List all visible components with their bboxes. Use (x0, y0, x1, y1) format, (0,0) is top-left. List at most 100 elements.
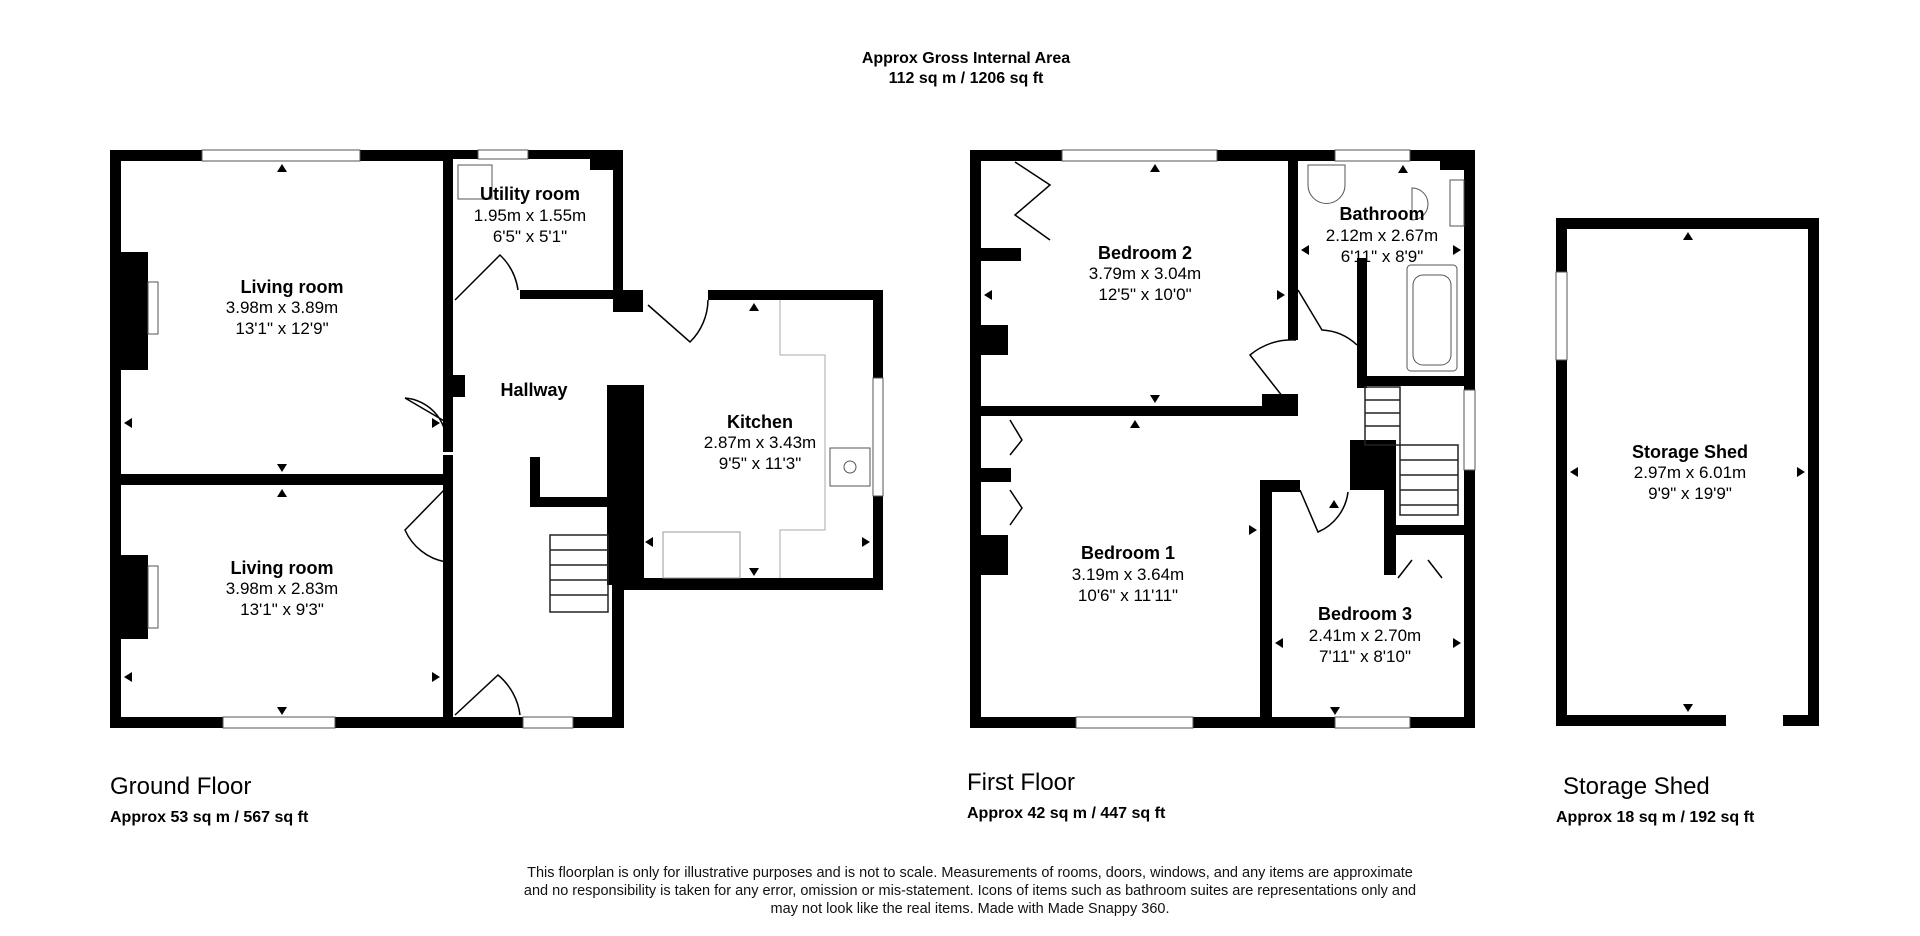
bedroom-1-name: Bedroom 1 (1081, 543, 1175, 563)
arrow (1330, 707, 1340, 715)
arrow (1453, 638, 1461, 648)
wall (520, 290, 613, 299)
shed-dimension-arrows (1570, 232, 1805, 712)
disclaimer-line: may not look like the real items. Made w… (770, 901, 1170, 917)
wall (443, 375, 465, 397)
fireplace-hearth (147, 565, 159, 629)
window (1061, 149, 1218, 162)
wall (1357, 258, 1367, 388)
counter (662, 531, 741, 579)
utility-room-name: Utility room (480, 184, 580, 204)
living-room-1-imperial: 13'1" x 12'9" (235, 319, 328, 338)
arrow (645, 537, 653, 547)
worktop (779, 300, 826, 578)
bathroom-name: Bathroom (1340, 204, 1425, 224)
first-floor-stairs (1399, 444, 1459, 516)
wall (970, 150, 981, 728)
living-room-1-metric: 3.98m x 3.89m (226, 298, 338, 317)
wall (1808, 218, 1819, 726)
disclaimer-line: and no responsibility is taken for any e… (523, 883, 1417, 899)
arrow (1277, 290, 1285, 300)
wall (1350, 440, 1396, 490)
living-room-2-imperial: 13'1" x 9'3" (240, 600, 324, 619)
arrow (1570, 467, 1578, 477)
living-room-2-metric: 3.98m x 2.83m (226, 579, 338, 598)
window (1463, 389, 1476, 471)
arrow (1683, 232, 1693, 240)
window (222, 716, 336, 729)
wall (613, 150, 623, 298)
storage-shed-plan (1556, 218, 1819, 726)
cistern (1449, 179, 1465, 227)
arrow (862, 537, 870, 547)
storage-shed-metric: 2.97m x 6.01m (1634, 463, 1746, 482)
ground-floor-area: Approx 53 sq m / 567 sq ft (110, 809, 309, 826)
bathroom-imperial: 6'11" x 8'9" (1341, 247, 1424, 266)
arrow (277, 489, 287, 497)
arrow (124, 672, 132, 682)
ground-floor-fixtures (147, 149, 884, 729)
first-floor-label: First Floor (967, 769, 1075, 796)
wall (970, 717, 1475, 728)
first-floor-doors (1009, 161, 1443, 579)
wall (970, 150, 1475, 161)
utility-sink (457, 164, 493, 200)
cupboard-doors (1397, 559, 1443, 579)
window (201, 149, 361, 162)
wall (1357, 376, 1464, 386)
wall (1260, 480, 1300, 492)
wall (590, 150, 623, 170)
arrow (749, 303, 759, 311)
arrow (124, 418, 132, 428)
wall (1288, 150, 1298, 340)
bedroom-1-imperial: 10'6" x 11'11" (1078, 586, 1178, 605)
ground-floor-stairs (549, 534, 609, 613)
wall (443, 455, 453, 725)
ground-floor-doors (404, 253, 709, 716)
bedroom-2-name: Bedroom 2 (1098, 243, 1192, 263)
shed-window (1555, 271, 1568, 361)
bedroom-2-metric: 3.79m x 3.04m (1089, 264, 1201, 283)
bathroom-door (1297, 289, 1358, 346)
bedroom-3-imperial: 7'11" x 8'10" (1319, 647, 1411, 666)
utility-room-imperial: 6'5" x 5'1" (493, 227, 567, 246)
arrow (432, 672, 440, 682)
wardrobe-door (1013, 161, 1052, 241)
arrow (277, 464, 287, 472)
wall (110, 150, 121, 728)
first-floor-dimension-arrows (984, 164, 1461, 715)
wall (1783, 715, 1819, 726)
first-floor-stairs-top (1364, 386, 1401, 446)
arrow (1150, 395, 1160, 403)
bathtub-inner (1412, 274, 1452, 366)
basin (1307, 164, 1346, 204)
storage-shed-name: Storage Shed (1632, 442, 1748, 462)
wall (612, 578, 883, 590)
ground-floor-dimension-arrows (124, 164, 870, 715)
wall (1556, 218, 1567, 726)
utility-room-metric: 1.95m x 1.55m (474, 206, 586, 225)
arrow (1683, 704, 1693, 712)
arrow (1453, 245, 1461, 255)
storage-shed-area: Approx 18 sq m / 192 sq ft (1556, 809, 1755, 826)
arrow (1249, 525, 1257, 535)
chimney-breast (981, 535, 1008, 575)
wall (1262, 394, 1298, 416)
gross-area-title: Approx Gross Internal Area (862, 50, 1070, 67)
arrow (277, 707, 287, 715)
hallway-name: Hallway (500, 380, 567, 400)
wall (530, 497, 615, 507)
wall (1384, 525, 1464, 535)
chimney-breast (981, 325, 1008, 355)
kitchen-door (647, 299, 709, 344)
arrow (1301, 245, 1309, 255)
kitchen-imperial: 9'5" x 11'3" (719, 454, 802, 473)
wall (110, 474, 453, 485)
window (1075, 716, 1194, 729)
ground-floor-plan (110, 150, 883, 728)
chimney-breast (121, 252, 148, 370)
kitchen-metric: 2.87m x 3.43m (704, 433, 816, 452)
front-door (454, 674, 521, 716)
fireplace-hearth (147, 281, 159, 335)
arrow (1797, 467, 1805, 477)
